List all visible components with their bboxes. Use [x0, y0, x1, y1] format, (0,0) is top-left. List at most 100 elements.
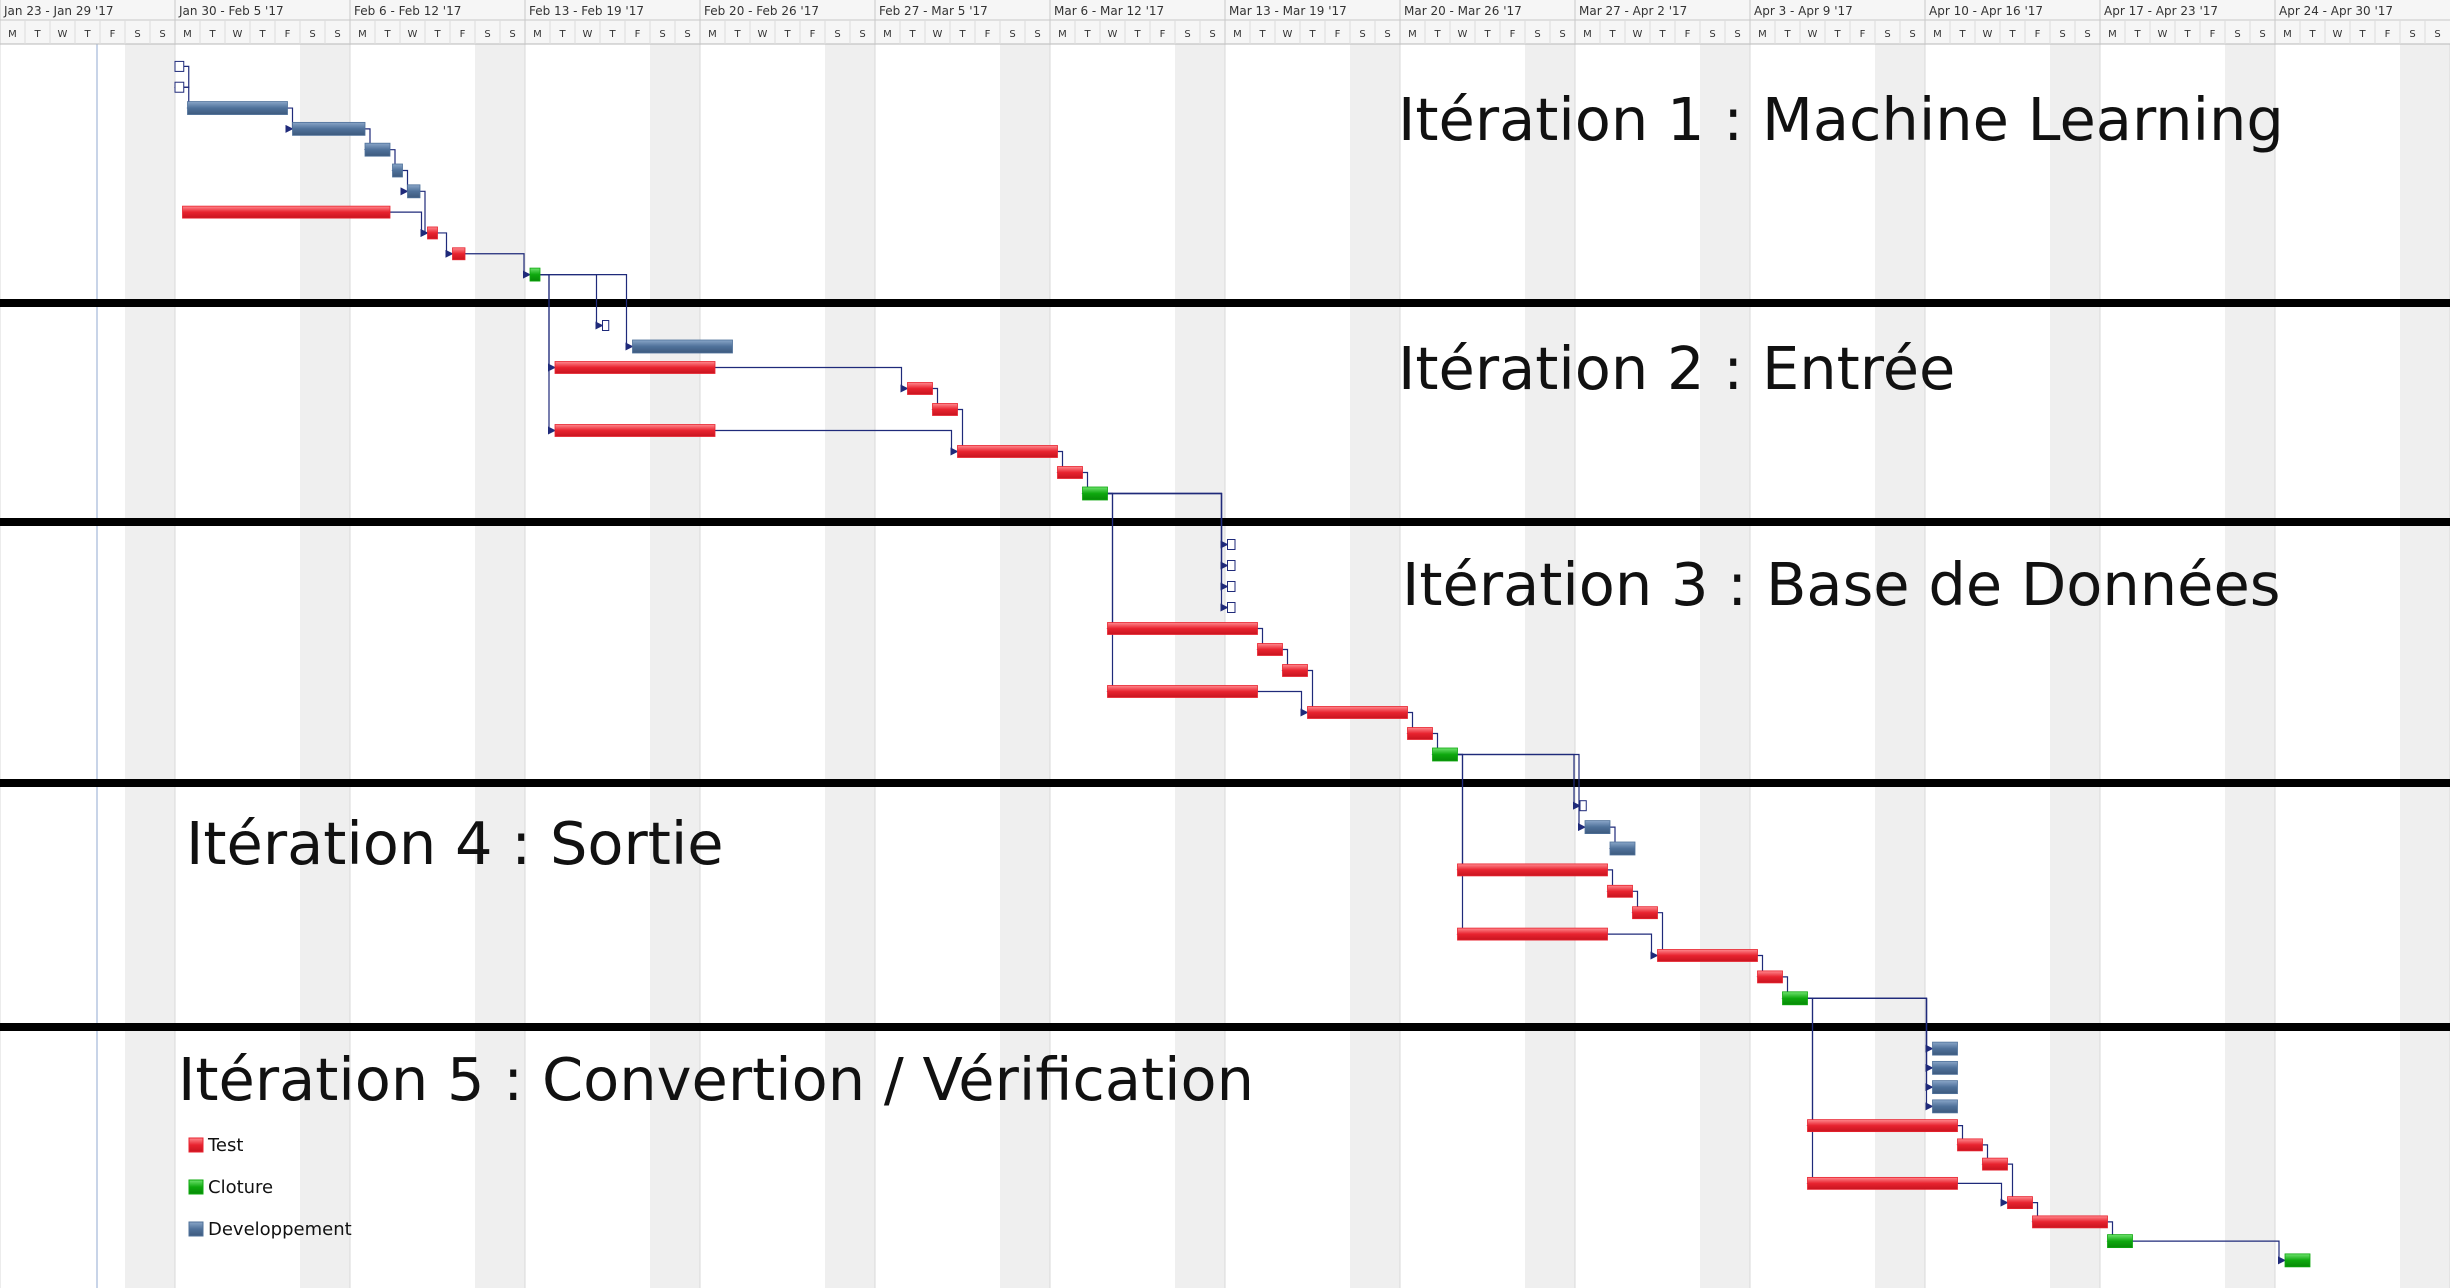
- test-task-bar: [1282, 664, 1308, 677]
- iteration-4-title: Itération 4 : Sortie: [186, 809, 724, 878]
- milestone-marker: [174, 60, 185, 72]
- weekend-column: [2400, 44, 2425, 1288]
- weekday-label: W: [1108, 29, 1118, 40]
- test-task-bar: [1457, 863, 1608, 877]
- weekend-column: [1700, 44, 1725, 1288]
- weekend-column: [2225, 44, 2250, 1288]
- test-task-bar: [452, 247, 466, 261]
- test-task-bar: [957, 445, 1058, 458]
- legend-label-test: Test: [207, 1135, 243, 1156]
- test-task-bar: [427, 226, 438, 240]
- iteration-separator: [0, 779, 2450, 787]
- milestone-marker: [602, 320, 610, 331]
- weekday-label: W: [933, 29, 943, 40]
- weekday-label: F: [285, 29, 291, 40]
- weekday-label: W: [58, 29, 68, 40]
- weekday-label: S: [509, 29, 515, 40]
- weekday-label: F: [1335, 29, 1341, 40]
- weekday-label: F: [810, 29, 816, 40]
- test-task-bar: [1757, 970, 1783, 984]
- weekend-column: [1550, 44, 1575, 1288]
- milestone-marker: [1227, 539, 1236, 550]
- weekday-label: F: [985, 29, 991, 40]
- weekday-label: M: [1058, 29, 1067, 40]
- weekday-label: M: [358, 29, 367, 40]
- weekday-label: T: [208, 29, 216, 40]
- test-task-bar: [1307, 706, 1408, 719]
- weekday-label: W: [408, 29, 418, 40]
- week-label: Feb 13 - Feb 19 '17: [529, 4, 644, 18]
- week-label: Mar 27 - Apr 2 '17: [1579, 4, 1687, 18]
- cloture-task-bar: [2284, 1253, 2311, 1268]
- weekend-column: [1350, 44, 1375, 1288]
- developpement-task-bar: [1584, 820, 1611, 834]
- week-label: Mar 20 - Mar 26 '17: [1404, 4, 1522, 18]
- weekday-label: W: [758, 29, 768, 40]
- weekday-label: T: [433, 29, 441, 40]
- weekend-column: [475, 44, 500, 1288]
- legend-label-cloture: Cloture: [208, 1177, 273, 1198]
- week-label: Mar 13 - Mar 19 '17: [1229, 4, 1347, 18]
- weekday-label: T: [733, 29, 741, 40]
- weekday-label: F: [1510, 29, 1516, 40]
- weekend-column: [325, 44, 350, 1288]
- weekday-label: T: [1483, 29, 1491, 40]
- test-task-bar: [1057, 466, 1083, 479]
- legend-label-developpement: Developpement: [208, 1219, 352, 1240]
- weekday-label: T: [1258, 29, 1266, 40]
- weekday-label: W: [1458, 29, 1468, 40]
- test-task-bar: [1257, 643, 1283, 656]
- weekday-label: F: [2210, 29, 2216, 40]
- test-task-bar: [554, 424, 716, 437]
- test-task-bar: [1107, 685, 1258, 698]
- dependency-link: [402, 169, 412, 193]
- test-task-bar: [1407, 727, 1433, 740]
- weekday-label: S: [2084, 29, 2090, 40]
- weekend-column: [2425, 44, 2450, 1288]
- weekday-label: T: [1958, 29, 1966, 40]
- weekday-label: T: [958, 29, 966, 40]
- weekday-label: S: [1209, 29, 1215, 40]
- weekday-label: T: [1608, 29, 1616, 40]
- iteration-separator: [0, 518, 2450, 526]
- weekday-label: S: [484, 29, 490, 40]
- weekday-label: T: [383, 29, 391, 40]
- weekday-label: M: [1933, 29, 1942, 40]
- weekday-label: T: [558, 29, 566, 40]
- dependency-link: [437, 232, 454, 258]
- weekend-column: [1875, 44, 1900, 1288]
- test-task-bar: [1807, 1119, 1958, 1133]
- weekday-label: S: [1034, 29, 1040, 40]
- weekend-column: [1525, 44, 1550, 1288]
- weekday-label: T: [2133, 29, 2141, 40]
- weekday-label: T: [783, 29, 791, 40]
- weekday-label: S: [859, 29, 865, 40]
- test-task-bar: [1957, 1138, 1983, 1152]
- weekday-label: S: [1559, 29, 1565, 40]
- legend-swatch-cloture: [188, 1179, 204, 1195]
- weekday-label: M: [2108, 29, 2117, 40]
- weekday-label: T: [1133, 29, 1141, 40]
- dependency-link: [1107, 492, 1229, 612]
- weekday-label: T: [1433, 29, 1441, 40]
- weekday-label: T: [608, 29, 616, 40]
- week-label: Feb 6 - Feb 12 '17: [354, 4, 461, 18]
- weekday-label: W: [1983, 29, 1993, 40]
- milestone-marker: [1579, 800, 1587, 812]
- weekend-column: [825, 44, 850, 1288]
- weekend-column: [150, 44, 175, 1288]
- weekday-label: S: [2059, 29, 2065, 40]
- week-label: Apr 24 - Apr 30 '17: [2279, 4, 2393, 18]
- weekday-label: M: [1758, 29, 1767, 40]
- weekday-label: M: [183, 29, 192, 40]
- weekday-label: M: [708, 29, 717, 40]
- weekday-label: T: [83, 29, 91, 40]
- test-task-bar: [1107, 622, 1258, 635]
- weekday-label: F: [1860, 29, 1866, 40]
- weekday-label: T: [258, 29, 266, 40]
- weekday-label: S: [1534, 29, 1540, 40]
- weekday-label: W: [2158, 29, 2168, 40]
- weekday-label: F: [2035, 29, 2041, 40]
- iteration-1-title: Itération 1 : Machine Learning: [1398, 85, 2284, 154]
